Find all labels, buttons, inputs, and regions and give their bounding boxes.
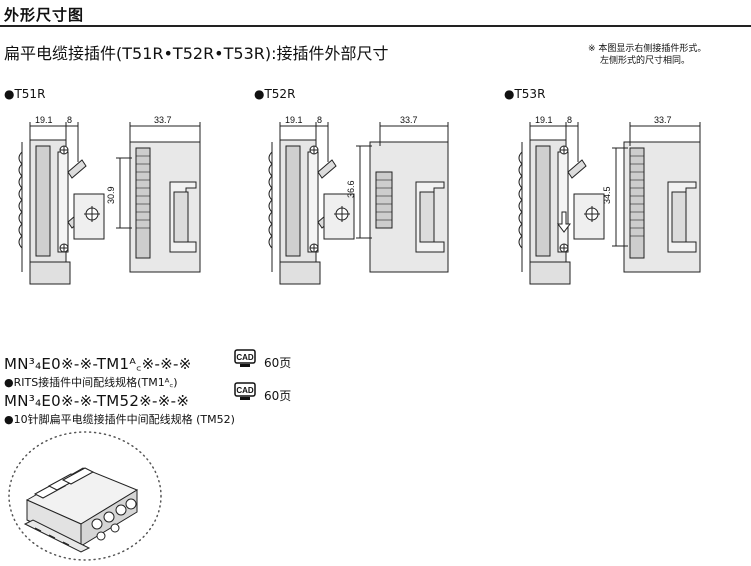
dim-width: 33.7 xyxy=(400,115,418,125)
dim-19-1: 19.1 xyxy=(35,115,53,125)
dim-19-1: 19.1 xyxy=(535,115,553,125)
cad-icon[interactable]: CAD xyxy=(234,382,256,402)
variant-label-t53r: ●T53R xyxy=(504,87,546,101)
dim-8: 8 xyxy=(67,115,72,125)
dim-height: 30.9 xyxy=(106,186,116,204)
dim-width: 33.7 xyxy=(654,115,672,125)
note: ※ 本图显示右侧接插件形式。 左侧形式的尺寸相同。 xyxy=(588,43,706,67)
model-code-tm52: MN³₄E0※-※-TM52※-※-※ xyxy=(4,392,190,410)
section-title: 外形尺寸图 xyxy=(4,6,85,24)
dim-19-1: 19.1 xyxy=(285,115,303,125)
drawing-t51r: 19.1 8 33.7 30.9 xyxy=(18,115,201,285)
note-line-1: ※ 本图显示右侧接插件形式。 xyxy=(588,44,707,54)
note-line-2: 左侧形式的尺寸相同。 xyxy=(600,56,691,66)
drawing-t52r: 19.1 8 33.7 36.6 xyxy=(268,115,449,285)
dim-width: 33.7 xyxy=(154,115,172,125)
dim-8: 8 xyxy=(317,115,322,125)
page-subtitle: 扁平电缆接插件(T51R•T52R•T53R):接插件外部尺寸 xyxy=(4,44,389,63)
variant-label-t52r: ●T52R xyxy=(254,87,296,101)
cad-icon[interactable]: CAD xyxy=(234,349,256,369)
variant-label-t51r: ●T51R xyxy=(4,87,46,101)
section-divider xyxy=(0,25,751,27)
dim-8: 8 xyxy=(567,115,572,125)
svg-text:CAD: CAD xyxy=(236,353,254,362)
page-ref-tm52[interactable]: 60页 xyxy=(264,389,292,403)
dim-height: 34.5 xyxy=(602,186,612,204)
dim-height: 36.6 xyxy=(346,180,356,198)
drawing-t53r: 19.1 8 33.7 34.5 xyxy=(518,115,701,285)
model-desc-tm1: ●RITS接插件中间配线规格(TM1ᴬ꜀) xyxy=(4,376,178,389)
svg-text:CAD: CAD xyxy=(236,386,254,395)
product-illustration xyxy=(8,431,162,561)
model-code-tm1: MN³₄E0※-※-TM1ᴬ꜀※-※-※ xyxy=(4,355,192,373)
model-desc-tm52: ●10针脚扁平电缆接插件中间配线规格 (TM52) xyxy=(4,413,235,426)
page-ref-tm1[interactable]: 60页 xyxy=(264,356,292,370)
